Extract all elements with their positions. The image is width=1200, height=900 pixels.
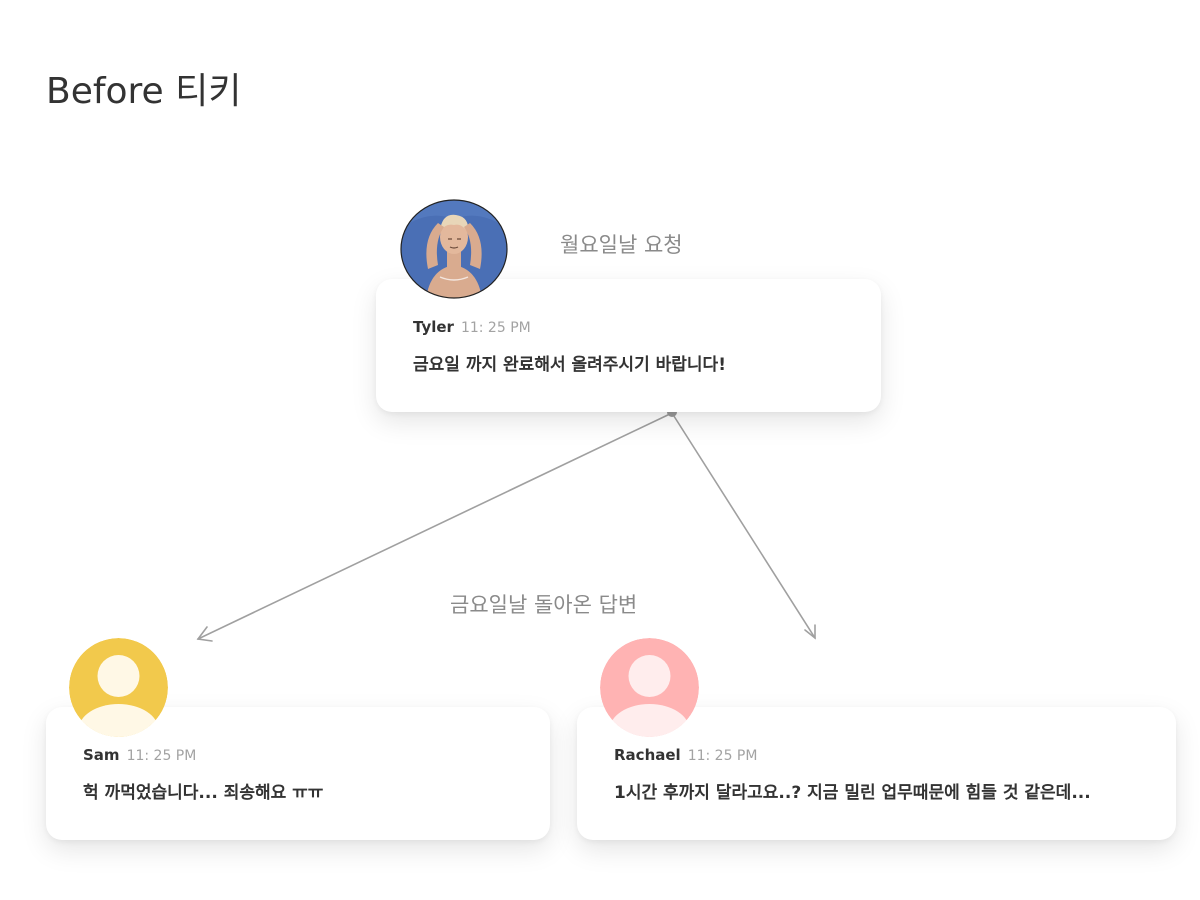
- rachael-avatar[interactable]: [600, 638, 699, 737]
- tyler-message-text: 금요일 까지 완료해서 올려주시기 바랍니다!: [413, 355, 726, 375]
- sam-message-meta: Sam 11: 25 PM: [83, 745, 196, 764]
- tyler-message-card[interactable]: Tyler 11: 25 PM 금요일 까지 완료해서 올려주시기 바랍니다!: [376, 279, 881, 412]
- illustrated-person-avatar-icon: [400, 199, 508, 299]
- default-user-avatar-icon: [600, 638, 699, 737]
- tyler-timestamp: 11: 25 PM: [460, 320, 531, 336]
- page-title: Before 티키: [46, 71, 242, 112]
- tyler-avatar[interactable]: [400, 199, 508, 299]
- tyler-message-meta: Tyler 11: 25 PM: [413, 317, 531, 336]
- reply-caption: 금요일날 돌아온 답변: [450, 593, 638, 617]
- default-user-avatar-icon: [69, 638, 168, 737]
- rachael-timestamp: 11: 25 PM: [687, 748, 758, 764]
- sam-sender-name: Sam: [83, 746, 120, 764]
- rachael-message-card[interactable]: Rachael 11: 25 PM 1시간 후까지 달라고요..? 지금 밀린 업…: [577, 707, 1176, 840]
- rachael-message-meta: Rachael 11: 25 PM: [614, 745, 757, 764]
- arrowhead-sam: [196, 626, 213, 642]
- sam-avatar[interactable]: [69, 638, 168, 737]
- request-caption: 월요일날 요청: [560, 233, 683, 257]
- rachael-message-text: 1시간 후까지 달라고요..? 지금 밀린 업무때문에 힘들 것 같은데...: [614, 783, 1091, 803]
- sam-message-text: 헉 까먹었습니다... 죄송해요 ㅠㅠ: [83, 783, 324, 803]
- rachael-sender-name: Rachael: [614, 746, 681, 764]
- tyler-sender-name: Tyler: [413, 318, 454, 336]
- arrowhead-rachael: [804, 624, 816, 640]
- connector-to-rachael: [671, 412, 816, 639]
- sam-timestamp: 11: 25 PM: [126, 748, 197, 764]
- connector-to-sam: [197, 412, 673, 640]
